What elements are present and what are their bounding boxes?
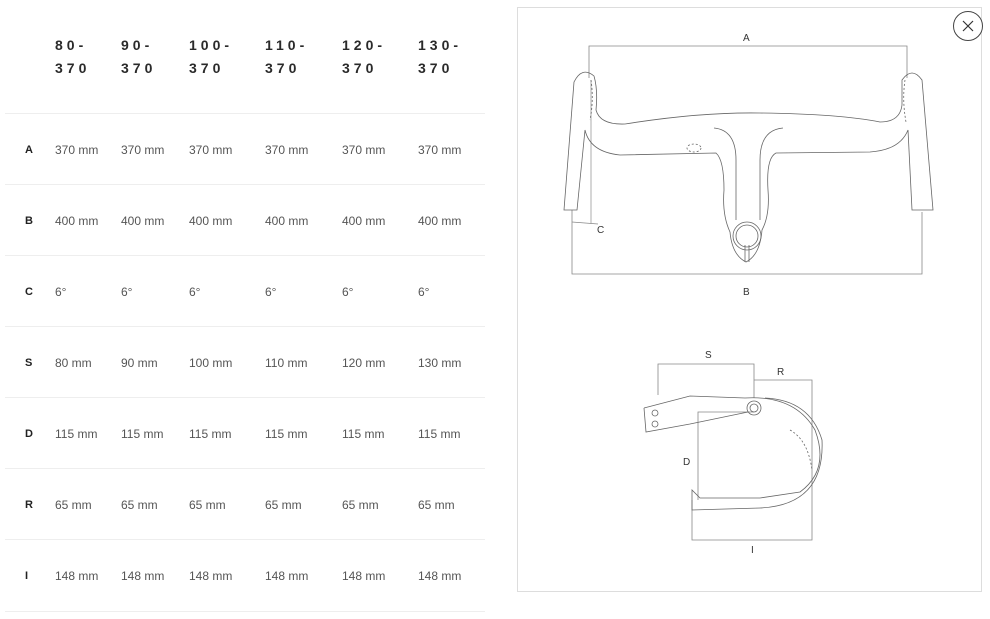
row-label: D bbox=[25, 428, 33, 440]
table-cell: 400 mm bbox=[189, 214, 233, 228]
row-label: R bbox=[25, 499, 33, 511]
column-header-line1: 120- bbox=[342, 37, 387, 53]
row-label: C bbox=[25, 286, 33, 298]
table-cell: 6° bbox=[418, 285, 430, 299]
row-label: B bbox=[25, 215, 33, 227]
table-cell: 370 mm bbox=[189, 143, 233, 157]
column-header-line1: 80- bbox=[55, 37, 88, 53]
table-cell: 80 mm bbox=[55, 356, 92, 370]
table-cell: 110 mm bbox=[265, 356, 308, 370]
table-cell: 6° bbox=[265, 285, 277, 299]
table-cell: 65 mm bbox=[342, 498, 379, 512]
column-header-line2: 370 bbox=[265, 60, 301, 76]
table-cell: 120 mm bbox=[342, 356, 386, 370]
table-cell: 400 mm bbox=[121, 214, 165, 228]
column-header: 100- 370 bbox=[189, 34, 233, 80]
column-header-line1: 130- bbox=[418, 37, 463, 53]
table-cell: 400 mm bbox=[55, 214, 99, 228]
table-cell: 65 mm bbox=[55, 498, 92, 512]
column-header: 120- 370 bbox=[342, 34, 386, 80]
table-cell: 370 mm bbox=[121, 143, 165, 157]
table-cell: 6° bbox=[342, 285, 354, 299]
row-label: S bbox=[25, 357, 33, 369]
column-header: 130- 370 bbox=[418, 34, 462, 80]
table-cell: 370 mm bbox=[265, 143, 309, 157]
table-cell: 400 mm bbox=[265, 214, 309, 228]
table-cell: 115 mm bbox=[55, 427, 98, 441]
table-cell: 148 mm bbox=[342, 569, 386, 583]
column-header-line1: 100- bbox=[189, 37, 234, 53]
side-view-drawing bbox=[643, 363, 823, 541]
top-view-drawing bbox=[563, 45, 934, 275]
column-header-line1: 90- bbox=[121, 37, 154, 53]
table-row: D 115 mm 115 mm 115 mm 115 mm 115 mm 115 mm bbox=[5, 397, 485, 469]
dim-label-c: C bbox=[597, 225, 604, 236]
table-cell: 148 mm bbox=[265, 569, 309, 583]
column-header-line2: 370 bbox=[55, 60, 91, 76]
dim-label-b: B bbox=[743, 287, 750, 298]
column-header-line1: 110- bbox=[265, 37, 309, 53]
table-cell: 6° bbox=[55, 285, 67, 299]
column-header-line2: 370 bbox=[342, 60, 378, 76]
table-cell: 400 mm bbox=[342, 214, 386, 228]
column-header-line2: 370 bbox=[121, 60, 157, 76]
table-cell: 370 mm bbox=[342, 143, 386, 157]
dim-label-i: I bbox=[751, 545, 754, 556]
table-cell: 148 mm bbox=[55, 569, 99, 583]
table-cell: 370 mm bbox=[418, 143, 462, 157]
table-cell: 100 mm bbox=[189, 356, 233, 370]
table-cell: 115 mm bbox=[265, 427, 308, 441]
table-cell: 148 mm bbox=[418, 569, 462, 583]
dim-label-d: D bbox=[683, 457, 690, 468]
column-header: 110- 370 bbox=[265, 34, 308, 80]
table-cell: 130 mm bbox=[418, 356, 462, 370]
close-icon bbox=[962, 20, 974, 32]
column-header-line2: 370 bbox=[189, 60, 225, 76]
table-cell: 65 mm bbox=[189, 498, 226, 512]
table-cell: 115 mm bbox=[342, 427, 385, 441]
table-cell: 90 mm bbox=[121, 356, 158, 370]
table-cell: 148 mm bbox=[189, 569, 233, 583]
table-cell: 6° bbox=[189, 285, 201, 299]
table-cell: 148 mm bbox=[121, 569, 165, 583]
table-cell: 115 mm bbox=[121, 427, 164, 441]
dim-label-r: R bbox=[777, 367, 784, 378]
table-cell: 65 mm bbox=[265, 498, 302, 512]
row-label: I bbox=[25, 570, 29, 582]
table-cell: 370 mm bbox=[55, 143, 99, 157]
table-cell: 6° bbox=[121, 285, 133, 299]
dim-label-a: A bbox=[743, 33, 750, 44]
table-row: B 400 mm 400 mm 400 mm 400 mm 400 mm 400 mm bbox=[5, 184, 485, 256]
geometry-diagram-panel bbox=[517, 7, 982, 592]
column-header: 80-370 bbox=[55, 34, 90, 80]
table-row: I 148 mm 148 mm 148 mm 148 mm 148 mm 148 mm bbox=[5, 539, 485, 612]
table-cell: 115 mm bbox=[418, 427, 461, 441]
table-cell: 65 mm bbox=[121, 498, 158, 512]
table-row: S 80 mm 90 mm 100 mm 110 mm 120 mm 130 mm bbox=[5, 326, 485, 398]
table-row: C 6° 6° 6° 6° 6° 6° bbox=[5, 255, 485, 327]
dim-label-s: S bbox=[705, 350, 712, 361]
close-button[interactable] bbox=[953, 11, 983, 41]
row-label: A bbox=[25, 144, 33, 156]
table-cell: 115 mm bbox=[189, 427, 232, 441]
table-row: A 370 mm 370 mm 370 mm 370 mm 370 mm 370 mm bbox=[5, 113, 485, 185]
table-cell: 400 mm bbox=[418, 214, 462, 228]
column-header-line2: 370 bbox=[418, 60, 454, 76]
column-header: 90-370 bbox=[121, 34, 156, 80]
table-row: R 65 mm 65 mm 65 mm 65 mm 65 mm 65 mm bbox=[5, 468, 485, 540]
table-cell: 65 mm bbox=[418, 498, 455, 512]
